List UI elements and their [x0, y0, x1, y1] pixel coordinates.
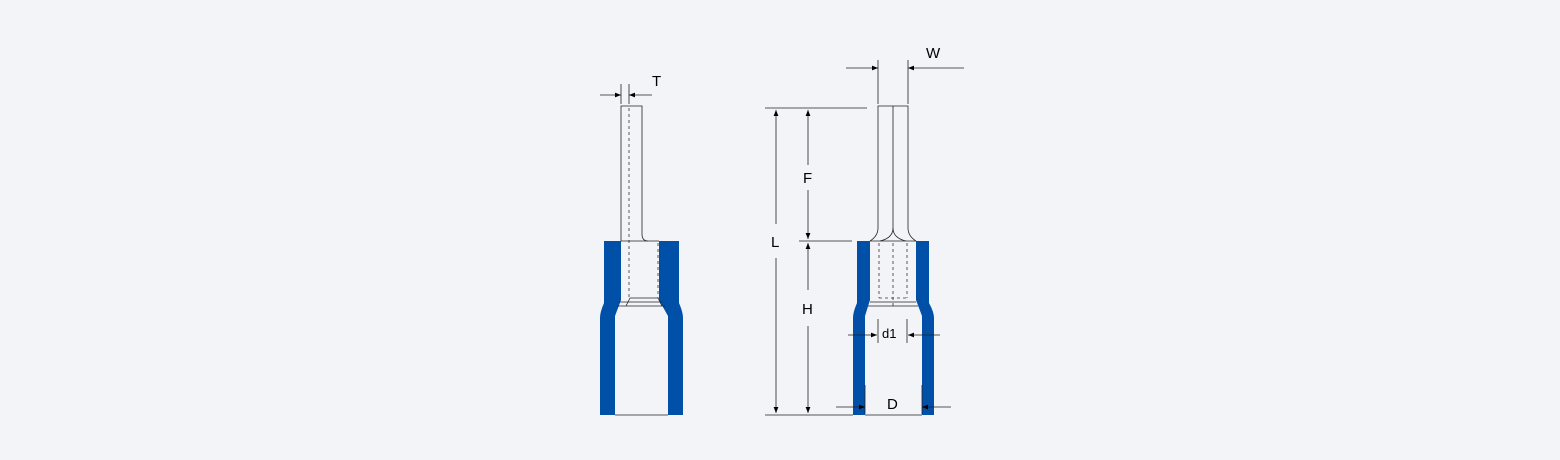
insulation-sleeve-left — [600, 241, 621, 415]
pin-side — [620, 105, 649, 242]
label-H: H — [802, 301, 813, 318]
side-view-terminal — [600, 105, 683, 416]
dimension-L: L — [771, 110, 779, 413]
label-W: W — [926, 45, 941, 62]
label-d1: d1 — [882, 326, 896, 341]
dimension-T: T — [600, 73, 661, 104]
dimension-D: D — [836, 385, 951, 414]
extension-lines — [765, 107, 867, 416]
insulation-sleeve-left — [853, 241, 870, 415]
insulation-sleeve-right — [916, 241, 934, 415]
label-L: L — [771, 234, 779, 251]
dimension-d1: d1 — [848, 319, 940, 343]
label-D: D — [887, 396, 898, 413]
label-T: T — [652, 73, 661, 90]
front-view-terminal — [853, 105, 934, 416]
label-F: F — [803, 170, 812, 187]
dimension-H: H — [802, 243, 813, 413]
dimension-F: F — [803, 110, 812, 239]
insulation-sleeve-right — [659, 241, 683, 415]
dimension-W: W — [846, 45, 964, 104]
